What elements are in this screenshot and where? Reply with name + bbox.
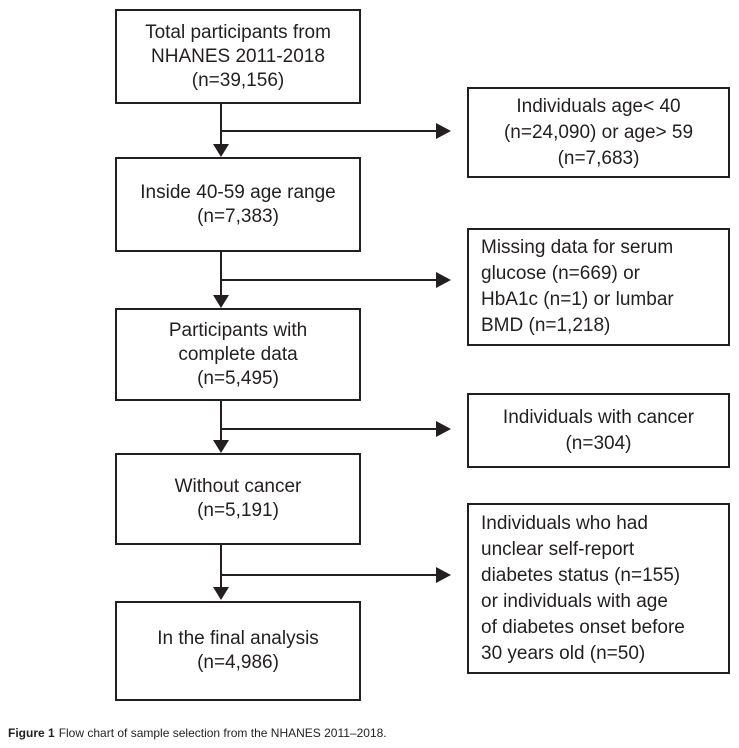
box-text-line: Individuals who had (481, 512, 648, 534)
flow-box-age-exclusion: Individuals age< 40 (n=24,090) or age> 5… (467, 87, 730, 178)
arrow-shaft (221, 428, 436, 430)
arrow-shaft (220, 252, 222, 296)
box-text-line: glucose (n=669) or (481, 263, 640, 284)
box-text-line: Individuals with cancer (502, 406, 695, 428)
flow-box-total-participants: Total participants from NHANES 2011-2018… (115, 9, 361, 104)
box-text-line: (n=5,495) (197, 367, 279, 389)
arrow-head-down-icon (213, 587, 229, 600)
box-text-line: diabetes status (n=155) (481, 564, 681, 586)
flow-box-final-analysis: In the final analysis (n=4,986) (115, 601, 361, 701)
figure-caption-text: Flow chart of sample selection from the … (58, 726, 387, 740)
arrow-shaft (221, 130, 436, 132)
box-text-line: Without cancer (174, 476, 302, 497)
box-text-line: 30 years old (n=50) (481, 642, 646, 664)
box-text-line: Participants with (168, 319, 308, 341)
flow-box-missing-data-exclusion: Missing data for serum glucose (n=669) o… (467, 228, 730, 346)
box-text-line: (n=7,683) (557, 147, 640, 169)
flow-box-cancer-exclusion: Individuals with cancer (n=304) (467, 393, 730, 468)
arrow-shaft (220, 104, 222, 146)
arrow-head-down-icon (213, 144, 229, 157)
box-text-line: Individuals age< 40 (516, 95, 681, 117)
arrow-shaft (221, 279, 436, 281)
figure-caption-label: Figure 1 (8, 726, 55, 740)
flow-box-complete-data: Participants with complete data (n=5,495… (115, 308, 361, 401)
box-text-line: In the final analysis (157, 628, 319, 649)
box-text-line: HbA1c (n=1) or lumbar (481, 289, 674, 310)
arrow-shaft (221, 574, 436, 576)
box-text-line: Inside 40-59 age range (140, 181, 336, 203)
box-text-line: (n=304) (565, 432, 632, 454)
box-text-line: (n=7,383) (197, 205, 279, 227)
flow-box-without-cancer: Without cancer (n=5,191) (115, 453, 361, 545)
box-text-line: Total participants from (145, 21, 331, 43)
arrow-head-down-icon (213, 295, 229, 308)
flow-box-diabetes-exclusion: Individuals who had unclear self-report … (467, 503, 730, 674)
arrow-shaft (220, 401, 222, 441)
box-text-line: (n=24,090) or age> 59 (503, 121, 694, 143)
box-text-line: or individuals with age (481, 590, 668, 612)
box-text-line: unclear self-report (481, 538, 635, 560)
box-text-line: (n=4,986) (197, 652, 279, 673)
box-text-line: (n=5,191) (197, 500, 279, 521)
box-text-line: Missing data for serum (481, 237, 674, 258)
arrow-head-down-icon (213, 440, 229, 453)
arrow-head-right-icon (436, 567, 451, 583)
arrow-head-right-icon (436, 421, 451, 437)
arrow-head-right-icon (436, 123, 451, 139)
box-text-line: (n=39,156) (191, 69, 285, 91)
flow-box-age-range: Inside 40-59 age range (n=7,383) (115, 157, 361, 252)
box-text-line: NHANES 2011-2018 (151, 45, 325, 67)
arrow-head-right-icon (436, 272, 451, 288)
box-text-line: complete data (178, 343, 298, 365)
box-text-line: BMD (n=1,218) (481, 315, 611, 336)
box-text-line: of diabetes onset before (481, 616, 685, 638)
arrow-shaft (220, 545, 222, 588)
